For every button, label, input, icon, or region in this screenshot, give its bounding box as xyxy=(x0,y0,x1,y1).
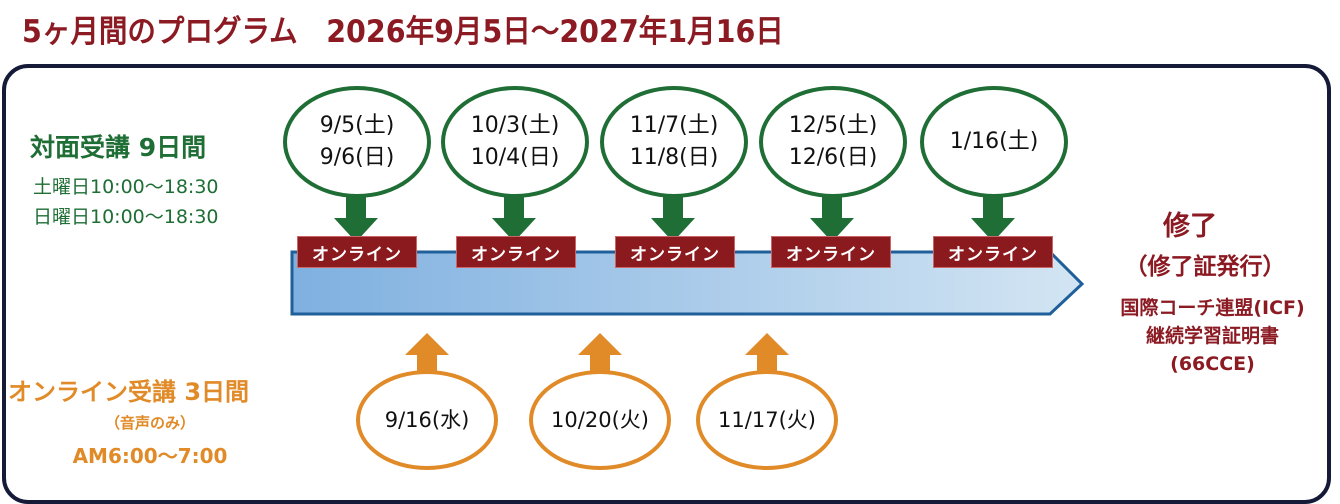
session-date-sunday: 12/6(日) xyxy=(788,145,878,170)
orange-arrow-up-icon xyxy=(578,333,622,379)
orange-arrow-up-icon xyxy=(745,333,789,379)
completion-certificate: 国際コーチ連盟(ICF) 継続学習証明書 (66CCE) xyxy=(1085,294,1340,378)
cert-line-ce: 継続学習証明書 xyxy=(1145,325,1279,347)
session-date-sunday: 10/4(日) xyxy=(470,145,560,170)
green-arrow-down-icon xyxy=(651,196,695,242)
timeline-bar xyxy=(290,250,1085,316)
online-tag: オンライン xyxy=(457,237,575,267)
online-session-date: 11/17(火) xyxy=(718,408,816,432)
session-bubble: 12/5(土) 12/6(日) xyxy=(759,86,907,198)
green-arrow-down-icon xyxy=(810,196,854,242)
online-title: オンライン受講 3日間 xyxy=(8,378,250,406)
session-date-saturday: 10/3(土) xyxy=(470,113,560,138)
session-date-saturday: 9/5(土) xyxy=(319,113,395,138)
online-session-bubble: 10/20(火) xyxy=(529,370,671,470)
online-subtitle: （音声のみ） xyxy=(104,414,195,432)
session-date-saturday: 12/5(土) xyxy=(788,113,878,138)
session-bubble: 11/7(土) 11/8(日) xyxy=(600,86,748,198)
session-date-saturday: 11/7(土) xyxy=(629,113,719,138)
green-arrow-down-icon xyxy=(492,196,536,242)
completion-title: 修了 xyxy=(1163,211,1217,242)
session-bubble: 10/3(土) 10/4(日) xyxy=(441,86,589,198)
in-person-title: 対面受講 9日間 xyxy=(30,133,207,162)
green-arrow-down-icon xyxy=(971,196,1015,242)
page-title: 5ヶ月間のプログラム 2026年9月5日～2027年1月16日 xyxy=(22,14,784,50)
online-session-bubble: 11/17(火) xyxy=(696,370,838,470)
completion-subtitle: （修了証発行） xyxy=(1124,254,1286,280)
cert-line-cce: (66CCE) xyxy=(1170,353,1255,375)
session-date: 1/16(土) xyxy=(949,129,1039,154)
in-person-schedule-sunday: 日曜日10:00～18:30 xyxy=(33,206,219,228)
online-tag: オンライン xyxy=(772,237,890,267)
online-session-date: 9/16(水) xyxy=(384,408,470,432)
online-tag: オンライン xyxy=(298,237,416,267)
green-arrow-down-icon xyxy=(334,196,378,242)
online-time: AM6:00～7:00 xyxy=(72,444,228,468)
in-person-schedule-saturday: 土曜日10:00～18:30 xyxy=(33,176,219,198)
session-bubble: 9/5(土) 9/6(日) xyxy=(283,86,431,198)
session-date-sunday: 9/6(日) xyxy=(319,145,395,170)
session-date-sunday: 11/8(日) xyxy=(629,145,719,170)
online-tag: オンライン xyxy=(934,237,1052,267)
session-bubble: 1/16(土) xyxy=(920,86,1068,198)
cert-line-icf: 国際コーチ連盟(ICF) xyxy=(1120,297,1305,319)
orange-arrow-up-icon xyxy=(405,333,449,379)
online-session-date: 10/20(火) xyxy=(551,408,649,432)
online-tag: オンライン xyxy=(616,237,734,267)
online-session-bubble: 9/16(水) xyxy=(356,370,498,470)
